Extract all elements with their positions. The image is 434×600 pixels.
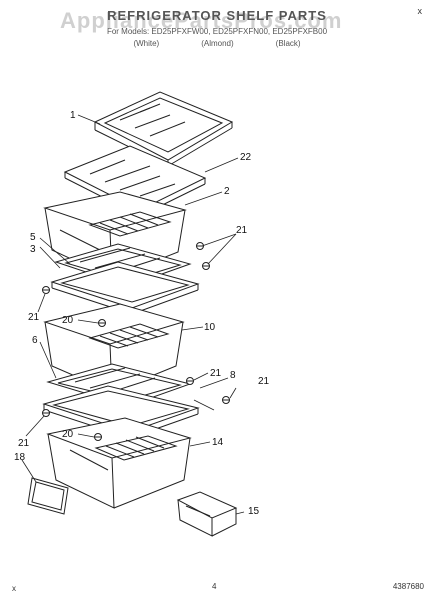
part-14-crisper-drawer [46,417,192,509]
variant-black: (Black) [275,39,301,48]
corner-mark: x [417,6,423,16]
screw-21-c [42,286,50,294]
clip-20-b [94,433,102,441]
diagram-header: REFRIGERATOR SHELF PARTS For Models: ED2… [0,8,434,48]
variant-almond: (Almond) [201,39,234,48]
model-line: For Models: ED25PFXFW00, ED25PFXFN00, ED… [106,27,328,36]
part-18-label-card [27,477,69,515]
label-part-8: 8 [230,370,236,381]
variant-row: (White) (Almond) (Black) [0,39,434,48]
clip-20-a [98,319,106,327]
screw-21-d [186,377,194,385]
screw-21-e [222,396,230,404]
label-part-15: 15 [248,506,260,517]
screw-21-b [202,262,210,270]
part-5-crisper-frame [50,261,200,315]
label-part-21-e: 21 [18,438,30,449]
label-part-3: 3 [30,244,36,255]
label-part-18: 18 [14,452,26,463]
page-number: 4 [212,582,217,591]
variant-white: (White) [133,39,160,48]
label-part-21-b: 21 [28,312,40,323]
label-part-22: 22 [240,152,252,163]
document-code: 4387680 [392,582,424,591]
footer-left-mark: x [12,584,16,593]
label-part-20-b: 20 [62,429,74,440]
screw-21-f [42,409,50,417]
label-part-2: 2 [224,186,230,197]
label-part-10: 10 [204,322,216,333]
diagram-title: REFRIGERATOR SHELF PARTS [107,8,327,23]
label-part-21-d: 21 [258,376,270,387]
label-part-21-a: 21 [236,225,248,236]
label-part-1: 1 [70,110,76,121]
leader-lines [21,114,245,515]
label-part-21-c: 21 [210,368,222,379]
label-part-14: 14 [212,437,224,448]
label-part-5: 5 [30,232,36,243]
label-part-6: 6 [32,335,38,346]
part-1-glass-shelf [93,91,234,167]
label-part-20-a: 20 [62,315,74,326]
part-15-small-bin [176,491,238,537]
watermark: AppliancePartsPros.com [60,8,343,33]
